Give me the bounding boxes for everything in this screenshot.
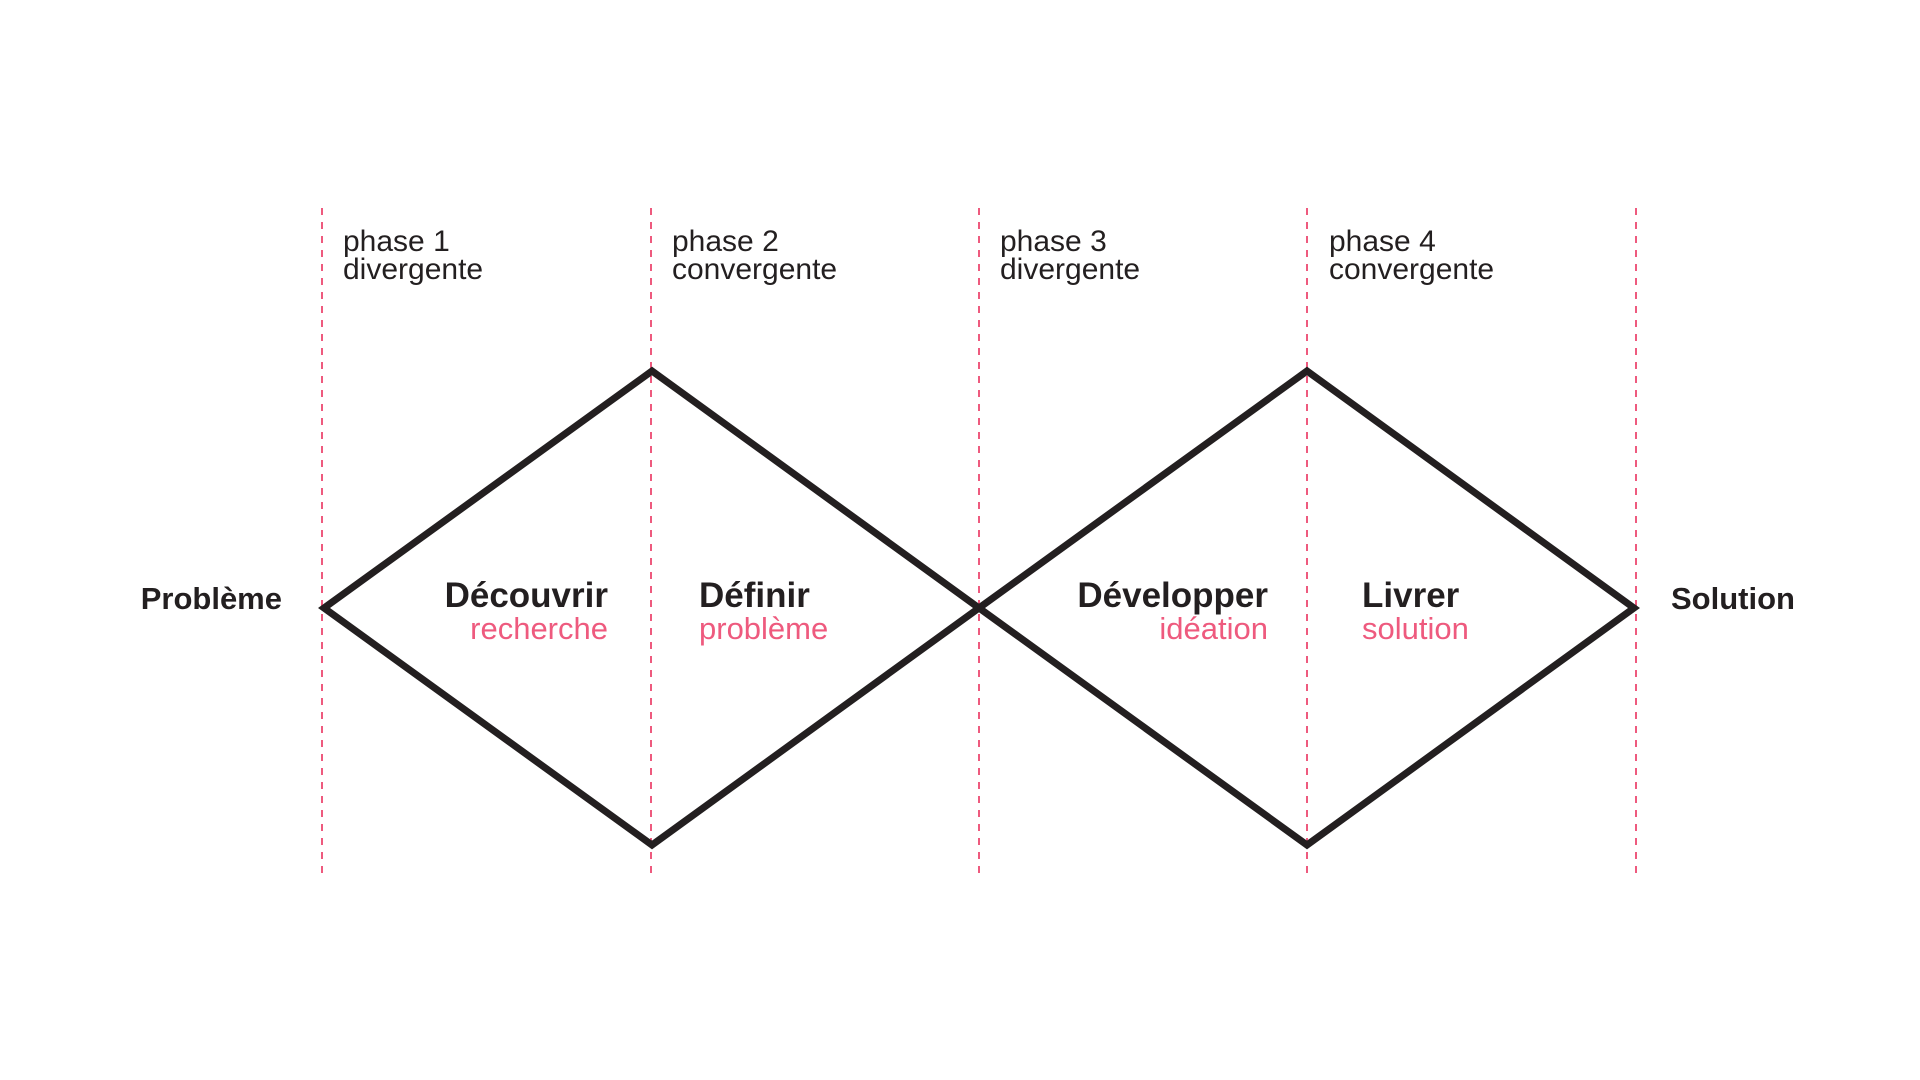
stage-developper: Développer idéation xyxy=(1077,576,1268,646)
stage-livrer: Livrer solution xyxy=(1362,576,1469,646)
stage-title: Développer xyxy=(1077,576,1268,615)
phase-number: phase 2 xyxy=(672,225,779,258)
phase-mode: convergente xyxy=(1329,253,1494,286)
start-label-probleme: Problème xyxy=(141,581,282,616)
stage-title: Définir xyxy=(699,576,810,615)
phase-label-1: phase 1 divergente xyxy=(343,225,483,286)
phase-mode: divergente xyxy=(1000,253,1140,286)
phase-label-3: phase 3 divergente xyxy=(1000,225,1140,286)
stage-subtitle: problème xyxy=(699,611,828,646)
phase-number: phase 1 xyxy=(343,225,450,258)
phase-label-4: phase 4 convergente xyxy=(1329,225,1494,286)
phase-number: phase 4 xyxy=(1329,225,1436,258)
phase-mode: divergente xyxy=(343,253,483,286)
stage-definir: Définir problème xyxy=(699,576,828,646)
phase-mode: convergente xyxy=(672,253,837,286)
second-diamond xyxy=(973,366,1640,850)
stage-subtitle: idéation xyxy=(1159,611,1268,646)
stage-title: Découvrir xyxy=(445,576,609,615)
phase-label-2: phase 2 convergente xyxy=(672,225,837,286)
phase-number: phase 3 xyxy=(1000,225,1107,258)
stage-decouvrir: Découvrir recherche xyxy=(445,576,609,646)
stage-subtitle: recherche xyxy=(470,611,608,646)
stage-title: Livrer xyxy=(1362,576,1460,615)
end-label-solution: Solution xyxy=(1671,581,1795,616)
stage-subtitle: solution xyxy=(1362,611,1469,646)
